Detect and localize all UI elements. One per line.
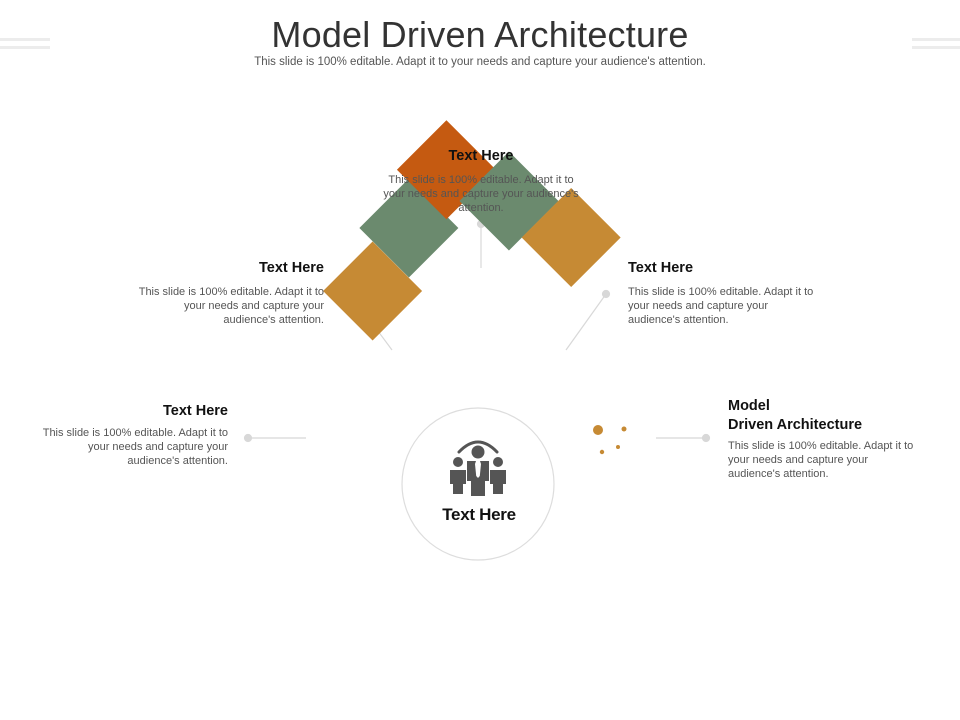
connector-dot-lower-left bbox=[243, 433, 253, 443]
hub-label: Text Here bbox=[442, 505, 516, 524]
decor-line-right-top bbox=[912, 38, 960, 41]
item-lower-right-label: Model Driven Architecture bbox=[728, 397, 928, 435]
decor-line-right-bottom bbox=[912, 46, 960, 49]
item-lower-right-description: This slide is 100% editable. Adapt it to… bbox=[728, 440, 914, 480]
item-upper-right-description: This slide is 100% editable. Adapt it to… bbox=[628, 286, 814, 326]
item-lower-left-label: Text Here bbox=[162, 403, 228, 419]
team-icon bbox=[450, 440, 506, 496]
item-lower-right-label-line1: Model bbox=[728, 398, 770, 414]
slide-title: Model Driven Architecture bbox=[271, 14, 689, 55]
connector-dot-upper-right bbox=[601, 289, 611, 299]
item-lower-left-description: This slide is 100% editable. Adapt it to… bbox=[42, 427, 228, 467]
item-upper-left-description: This slide is 100% editable. Adapt it to… bbox=[138, 286, 324, 326]
target-icon bbox=[527, 358, 561, 393]
item-upper-right-label: Text Here bbox=[628, 260, 694, 276]
item-upper-left-label: Text Here bbox=[258, 260, 324, 276]
decor-line-left-bottom bbox=[0, 46, 50, 49]
shopping-cart-icon bbox=[463, 301, 500, 334]
item-lower-right-label-line2: Driven Architecture bbox=[728, 417, 863, 433]
puzzle-icon bbox=[344, 423, 370, 453]
thumbs-up-icon bbox=[397, 356, 437, 392]
item-top-label: Text Here bbox=[448, 148, 514, 164]
decor-line-left-top bbox=[0, 38, 50, 41]
gears-icon bbox=[582, 414, 633, 461]
item-top-description: This slide is 100% editable. Adapt it to… bbox=[383, 174, 579, 214]
connector-dot-lower-right bbox=[701, 433, 711, 443]
connector-upper-right bbox=[565, 293, 607, 351]
slide-subtitle: This slide is 100% editable. Adapt it to… bbox=[254, 56, 706, 68]
